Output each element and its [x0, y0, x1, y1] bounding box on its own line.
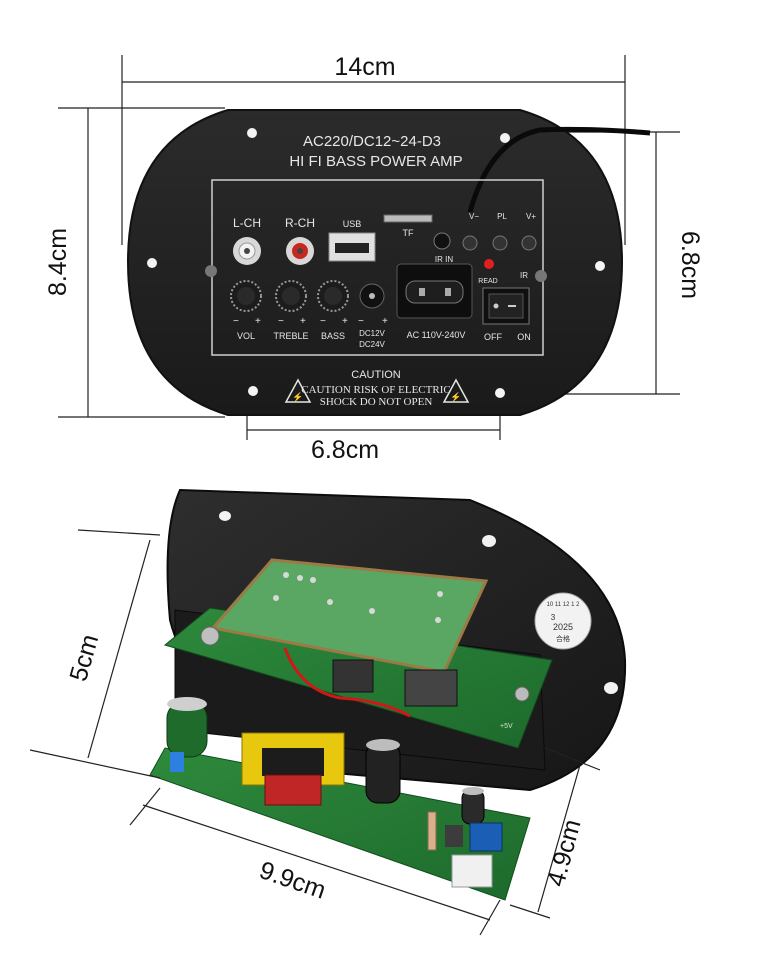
standoff	[200, 626, 220, 646]
bass-knob[interactable]	[317, 280, 349, 312]
mounting-holes	[147, 128, 605, 398]
inductor	[445, 825, 463, 847]
capacitor-3	[461, 787, 485, 825]
rca-right-jack[interactable]	[286, 237, 314, 265]
label-v-plus: V+	[526, 212, 536, 221]
label-l-ch: L-CH	[233, 216, 261, 230]
dc-minus: −	[358, 316, 364, 327]
dimension-lines-bottom	[29, 529, 601, 936]
sticker-months: 10 11 12 1 2	[547, 602, 581, 608]
label-treble: TREBLE	[273, 331, 308, 341]
qc-sticker: 10 11 12 1 2 3 2025 合格	[534, 592, 592, 650]
connector-right	[404, 669, 458, 707]
side-pcb-view: 10 11 12 1 2 3 2025 合格 +5V	[29, 488, 627, 936]
dc-power-jack[interactable]	[359, 283, 385, 309]
play-pause-button[interactable]	[492, 235, 508, 251]
next-button[interactable]	[521, 235, 537, 251]
label-ac: AC 110V-240V	[407, 330, 466, 340]
big-capacitor	[166, 697, 208, 758]
red-wire	[283, 647, 411, 718]
treble-minus: −	[278, 316, 284, 327]
antenna-wire	[467, 126, 651, 213]
bass-minus: −	[320, 316, 326, 327]
daughter-board	[210, 558, 489, 674]
screw-right	[535, 270, 547, 282]
warning-left-icon: ⚡	[284, 378, 312, 403]
lower-pcb	[149, 747, 531, 901]
screw-left	[205, 265, 217, 277]
front-panel-view: 14cm 8.4cm 6.8cm 6.8cm AC220/DC12~24-D3 …	[44, 53, 704, 464]
dim-top-height: 8.4cm	[44, 228, 72, 296]
power-switch[interactable]	[482, 287, 530, 325]
label-off: OFF	[484, 332, 502, 342]
treble-knob[interactable]	[275, 280, 307, 312]
label-read: READ	[478, 278, 497, 285]
caution-title: CAUTION	[351, 369, 401, 381]
label-dc-12v: DC12V	[359, 329, 385, 338]
bass-plus: +	[342, 316, 348, 327]
ir-in-jack[interactable]	[433, 232, 451, 250]
rca-left-jack[interactable]	[233, 237, 261, 265]
connector-left	[332, 659, 374, 693]
blue-terminal	[469, 822, 503, 852]
capacitor-2	[365, 739, 401, 804]
prev-button[interactable]	[462, 235, 478, 251]
vol-knob[interactable]	[230, 280, 262, 312]
red-coil	[264, 774, 322, 806]
usb-port[interactable]	[328, 232, 376, 262]
label-dc-24v: DC24V	[359, 340, 385, 349]
dim-top-inner-height: 6.8cm	[676, 231, 704, 299]
label-r-ch: R-CH	[285, 216, 315, 230]
label-tf: TF	[403, 228, 414, 238]
sticker-num: 3	[551, 613, 556, 622]
label-v-minus: V−	[469, 212, 479, 221]
solder-pads	[273, 572, 443, 623]
model-label: AC220/DC12~24-D3	[303, 133, 441, 150]
dc-plus: +	[382, 316, 388, 327]
product-name: HI FI BASS POWER AMP	[289, 153, 462, 170]
pcb-screw	[514, 686, 530, 702]
label-ir-in: IR IN	[435, 255, 453, 264]
dim-hole-spacing: 6.8cm	[311, 436, 379, 464]
blue-cap	[170, 752, 184, 772]
dim-top-width: 14cm	[334, 53, 395, 81]
label-pl: PL	[497, 212, 507, 221]
warning-right-glyph: ⚡	[450, 391, 461, 403]
read-led	[484, 259, 494, 269]
ac-power-socket[interactable]	[396, 263, 473, 319]
label-usb: USB	[343, 219, 362, 229]
label-vol: VOL	[237, 331, 255, 341]
label-on: ON	[517, 332, 531, 342]
sticker-text: 合格	[556, 634, 570, 643]
dim-side-depth: 4.9cm	[542, 816, 587, 889]
caution-line-2: SHOCK DO NOT OPEN	[320, 396, 433, 408]
amp-plate	[126, 109, 624, 416]
resistor	[427, 811, 437, 851]
mounting-holes-side	[219, 511, 618, 694]
vol-minus: −	[233, 316, 239, 327]
tf-card-slot[interactable]	[383, 214, 433, 223]
label-ir: IR	[520, 271, 528, 280]
caution-line-1: CAUTION RISK OF ELECTRIC	[301, 384, 450, 396]
label-bass: BASS	[321, 331, 345, 341]
treble-plus: +	[300, 316, 306, 327]
white-connector	[451, 854, 493, 888]
dim-side-height: 5cm	[64, 631, 104, 684]
board-label: +5V	[500, 723, 513, 730]
warning-right-icon: ⚡	[442, 378, 470, 403]
sticker-year: 2025	[553, 622, 573, 632]
vol-plus: +	[255, 316, 261, 327]
warning-left-glyph: ⚡	[292, 391, 303, 403]
